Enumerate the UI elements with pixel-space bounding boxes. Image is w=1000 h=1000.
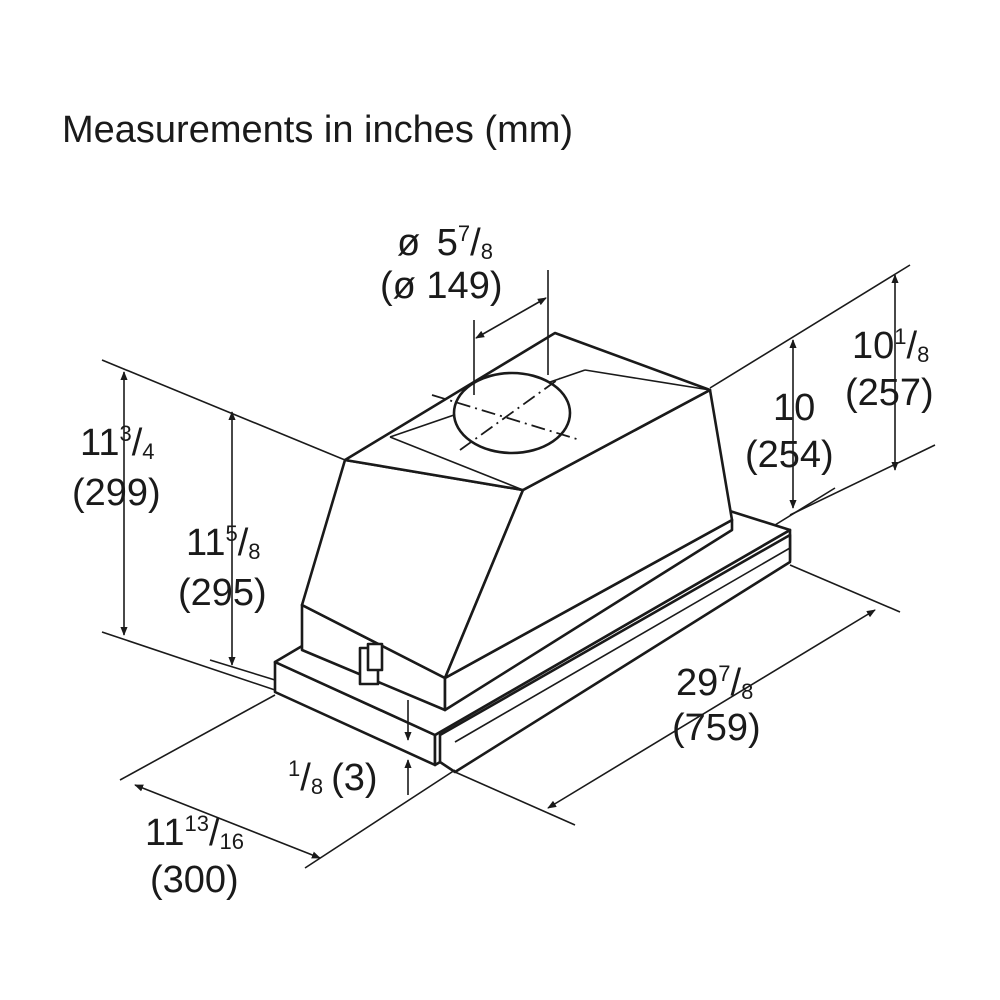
top-panel-line — [389, 436, 524, 491]
label-trim-thickness: 1/8(3) — [288, 756, 378, 799]
svg-text:113/4: 113/4 — [80, 421, 155, 464]
duct-centerline-b — [459, 377, 561, 451]
svg-text:(257): (257) — [845, 372, 934, 414]
svg-text:(295): (295) — [178, 572, 267, 614]
svg-text:(299): (299) — [72, 472, 161, 514]
svg-text:297/8: 297/8 — [676, 661, 753, 704]
label-overall-height: 113/4 (299) — [72, 421, 161, 514]
svg-text:ø 57/8: ø 57/8 — [397, 221, 493, 264]
label-body-height: 115/8 (295) — [178, 521, 267, 614]
label-duct-diameter: ø 57/8 (ø 149) — [380, 221, 502, 307]
svg-text:115/8: 115/8 — [186, 521, 261, 564]
svg-text:(ø 149): (ø 149) — [380, 265, 502, 307]
label-rear-height-total: 101/8 (257) — [845, 324, 934, 414]
label-depth: 1113/16 (300) — [145, 811, 244, 901]
control-knob-front — [366, 642, 384, 672]
dimension-lines — [101, 264, 936, 869]
svg-text:10: 10 — [773, 387, 815, 429]
svg-text:(759): (759) — [672, 707, 761, 749]
top-panel-line-3 — [584, 369, 711, 391]
svg-text:1/8(3): 1/8(3) — [288, 756, 378, 799]
svg-text:(254): (254) — [745, 434, 834, 476]
label-width: 297/8 (759) — [672, 661, 761, 749]
svg-text:1113/16: 1113/16 — [145, 811, 244, 854]
svg-text:101/8: 101/8 — [852, 324, 929, 367]
label-rear-height: 10 (254) — [745, 387, 834, 476]
page-title: Measurements in inches (mm) — [62, 109, 573, 151]
svg-text:(300): (300) — [150, 859, 239, 901]
